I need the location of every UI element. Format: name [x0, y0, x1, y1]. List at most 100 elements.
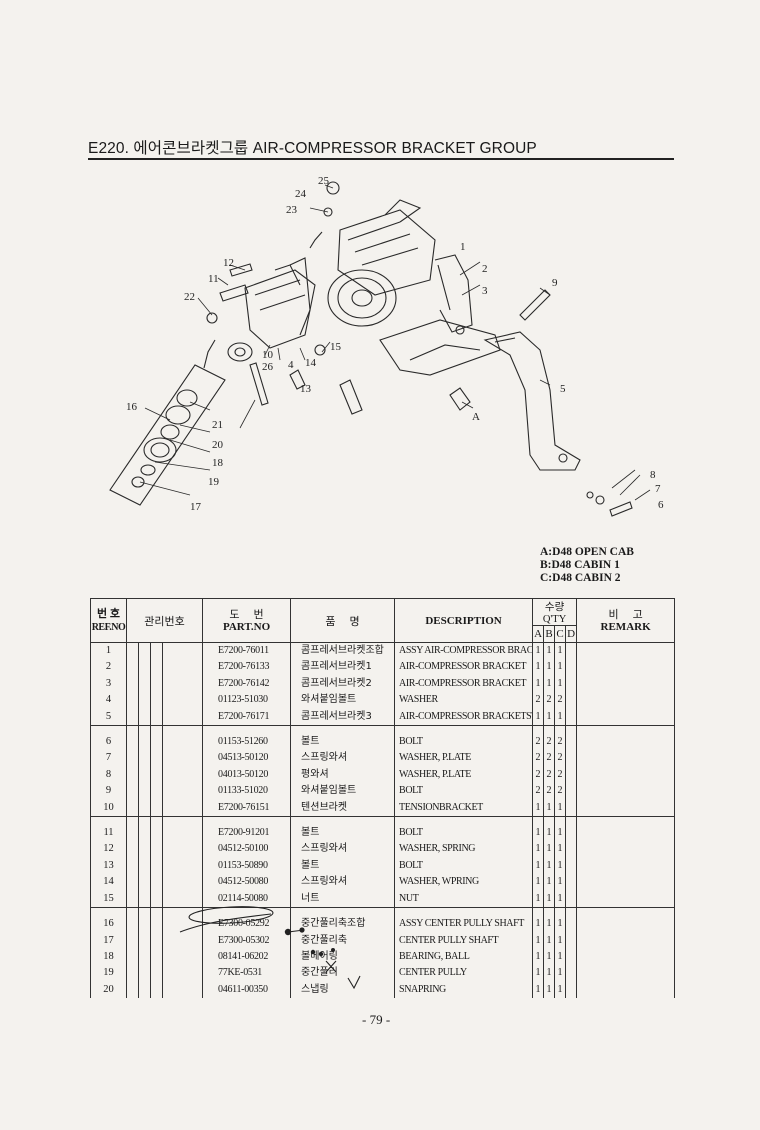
mgmt-cell: [161, 750, 204, 767]
mgmt-cell: [138, 932, 151, 949]
callout-13: 13: [300, 383, 312, 395]
qty-d: [565, 874, 578, 891]
description: BOLT: [394, 857, 534, 875]
mgmt-cell: [126, 857, 139, 875]
callout-16: 16: [126, 401, 138, 413]
qty-d: [565, 659, 578, 676]
mgmt-cell: [150, 766, 163, 784]
description: NUT: [394, 890, 534, 908]
qty-d: [565, 981, 578, 999]
ref: 2: [90, 659, 127, 676]
mgmt-cell: [161, 857, 204, 875]
callout-26: 26: [262, 361, 274, 373]
legend-c: C:D48 CABIN 2: [540, 572, 621, 584]
part-name-ko: 볼트: [290, 734, 396, 751]
mgmt-cell: [161, 692, 204, 709]
mgmt-cell: [161, 825, 204, 842]
center-pully-drawing: [109, 364, 226, 506]
part-number: 04512-50080: [202, 874, 292, 891]
mgmt-cell: [150, 890, 163, 908]
qty-b: 1: [543, 932, 556, 949]
mgmt-cell: [138, 841, 151, 858]
mgmt-cell: [138, 783, 151, 800]
callout-6: 6: [658, 499, 664, 511]
ref: 10: [90, 799, 127, 817]
ref: 3: [90, 675, 127, 693]
qty-b: 1: [543, 708, 556, 726]
exploded-parts-diagram: 25 24 23 12 11 22 2 3 1 9 5 10 26 4 14 1…: [109, 175, 664, 517]
mgmt-cell: [161, 981, 204, 999]
mgmt-cell: [161, 659, 204, 676]
bolt-6-8-drawing: [586, 491, 633, 517]
legend-b: B:D48 CABIN 1: [540, 559, 620, 571]
remark: [576, 857, 676, 875]
mgmt-cell: [150, 692, 163, 709]
part-number: 04512-50100: [202, 841, 292, 858]
header-name: 품 명: [290, 598, 396, 643]
ref: 20: [90, 981, 127, 999]
mgmt-cell: [150, 916, 163, 933]
qty-c: 1: [554, 659, 567, 676]
qty-d: [565, 841, 578, 858]
qty-c: 1: [554, 708, 567, 726]
qty-d: [565, 857, 578, 875]
part-name-ko: 평와셔: [290, 766, 396, 784]
description: WASHER, SPRING: [394, 841, 534, 858]
group-spacer: [90, 725, 676, 735]
qty-b: 1: [543, 948, 556, 966]
qty-a: 2: [532, 750, 545, 767]
description: AIR-COMPRESSOR BRACKETSTAY: [394, 708, 534, 726]
bolt-9-drawing: [519, 289, 551, 321]
header-qty-a: A: [532, 625, 545, 643]
header-part: 도 번 PART.NO: [202, 598, 292, 643]
mgmt-cell: [138, 965, 151, 982]
mgmt-cell: [138, 642, 151, 660]
part-number: 01153-51260: [202, 734, 292, 751]
header-remark: 비 고 REMARK: [576, 598, 676, 643]
qty-d: [565, 890, 578, 908]
qty-a: 1: [532, 916, 545, 933]
qty-a: 1: [532, 708, 545, 726]
remark: [576, 965, 676, 982]
description: WASHER, WPRING: [394, 874, 534, 891]
qty-c: 2: [554, 766, 567, 784]
mgmt-cell: [150, 734, 163, 751]
tension-bracket-drawing: [244, 257, 316, 349]
mgmt-cell: [138, 734, 151, 751]
ref: 8: [90, 766, 127, 784]
qty-d: [565, 692, 578, 709]
mgmt-cell: [161, 783, 204, 800]
mgmt-cell: [138, 708, 151, 726]
callout-24: 24: [295, 188, 307, 200]
qty-b: 1: [543, 675, 556, 693]
qty-c: 1: [554, 916, 567, 933]
callout-25: 25: [318, 175, 330, 187]
qty-a: 2: [532, 783, 545, 800]
qty-b: 2: [543, 750, 556, 767]
callout-19: 19: [208, 476, 220, 488]
callout-2: 2: [482, 263, 488, 275]
qty-d: [565, 734, 578, 751]
qty-a: 1: [532, 948, 545, 966]
callout-A: A: [472, 411, 480, 423]
part-name-ko: 너트: [290, 890, 396, 908]
qty-c: 2: [554, 783, 567, 800]
description: AIR-COMPRESSOR BRACKET: [394, 675, 534, 693]
callout-14: 14: [305, 357, 317, 369]
mgmt-cell: [150, 675, 163, 693]
qty-d: [565, 965, 578, 982]
part-name-ko: 스프링와셔: [290, 750, 396, 767]
qty-c: 1: [554, 857, 567, 875]
mgmt-cell: [126, 932, 139, 949]
part-name-ko: 와셔붙임볼트: [290, 692, 396, 709]
ref: 9: [90, 783, 127, 800]
description: CENTER PULLY: [394, 965, 534, 982]
mgmt-cell: [150, 965, 163, 982]
bracket-stay-drawing: [483, 331, 581, 471]
mgmt-cell: [138, 659, 151, 676]
